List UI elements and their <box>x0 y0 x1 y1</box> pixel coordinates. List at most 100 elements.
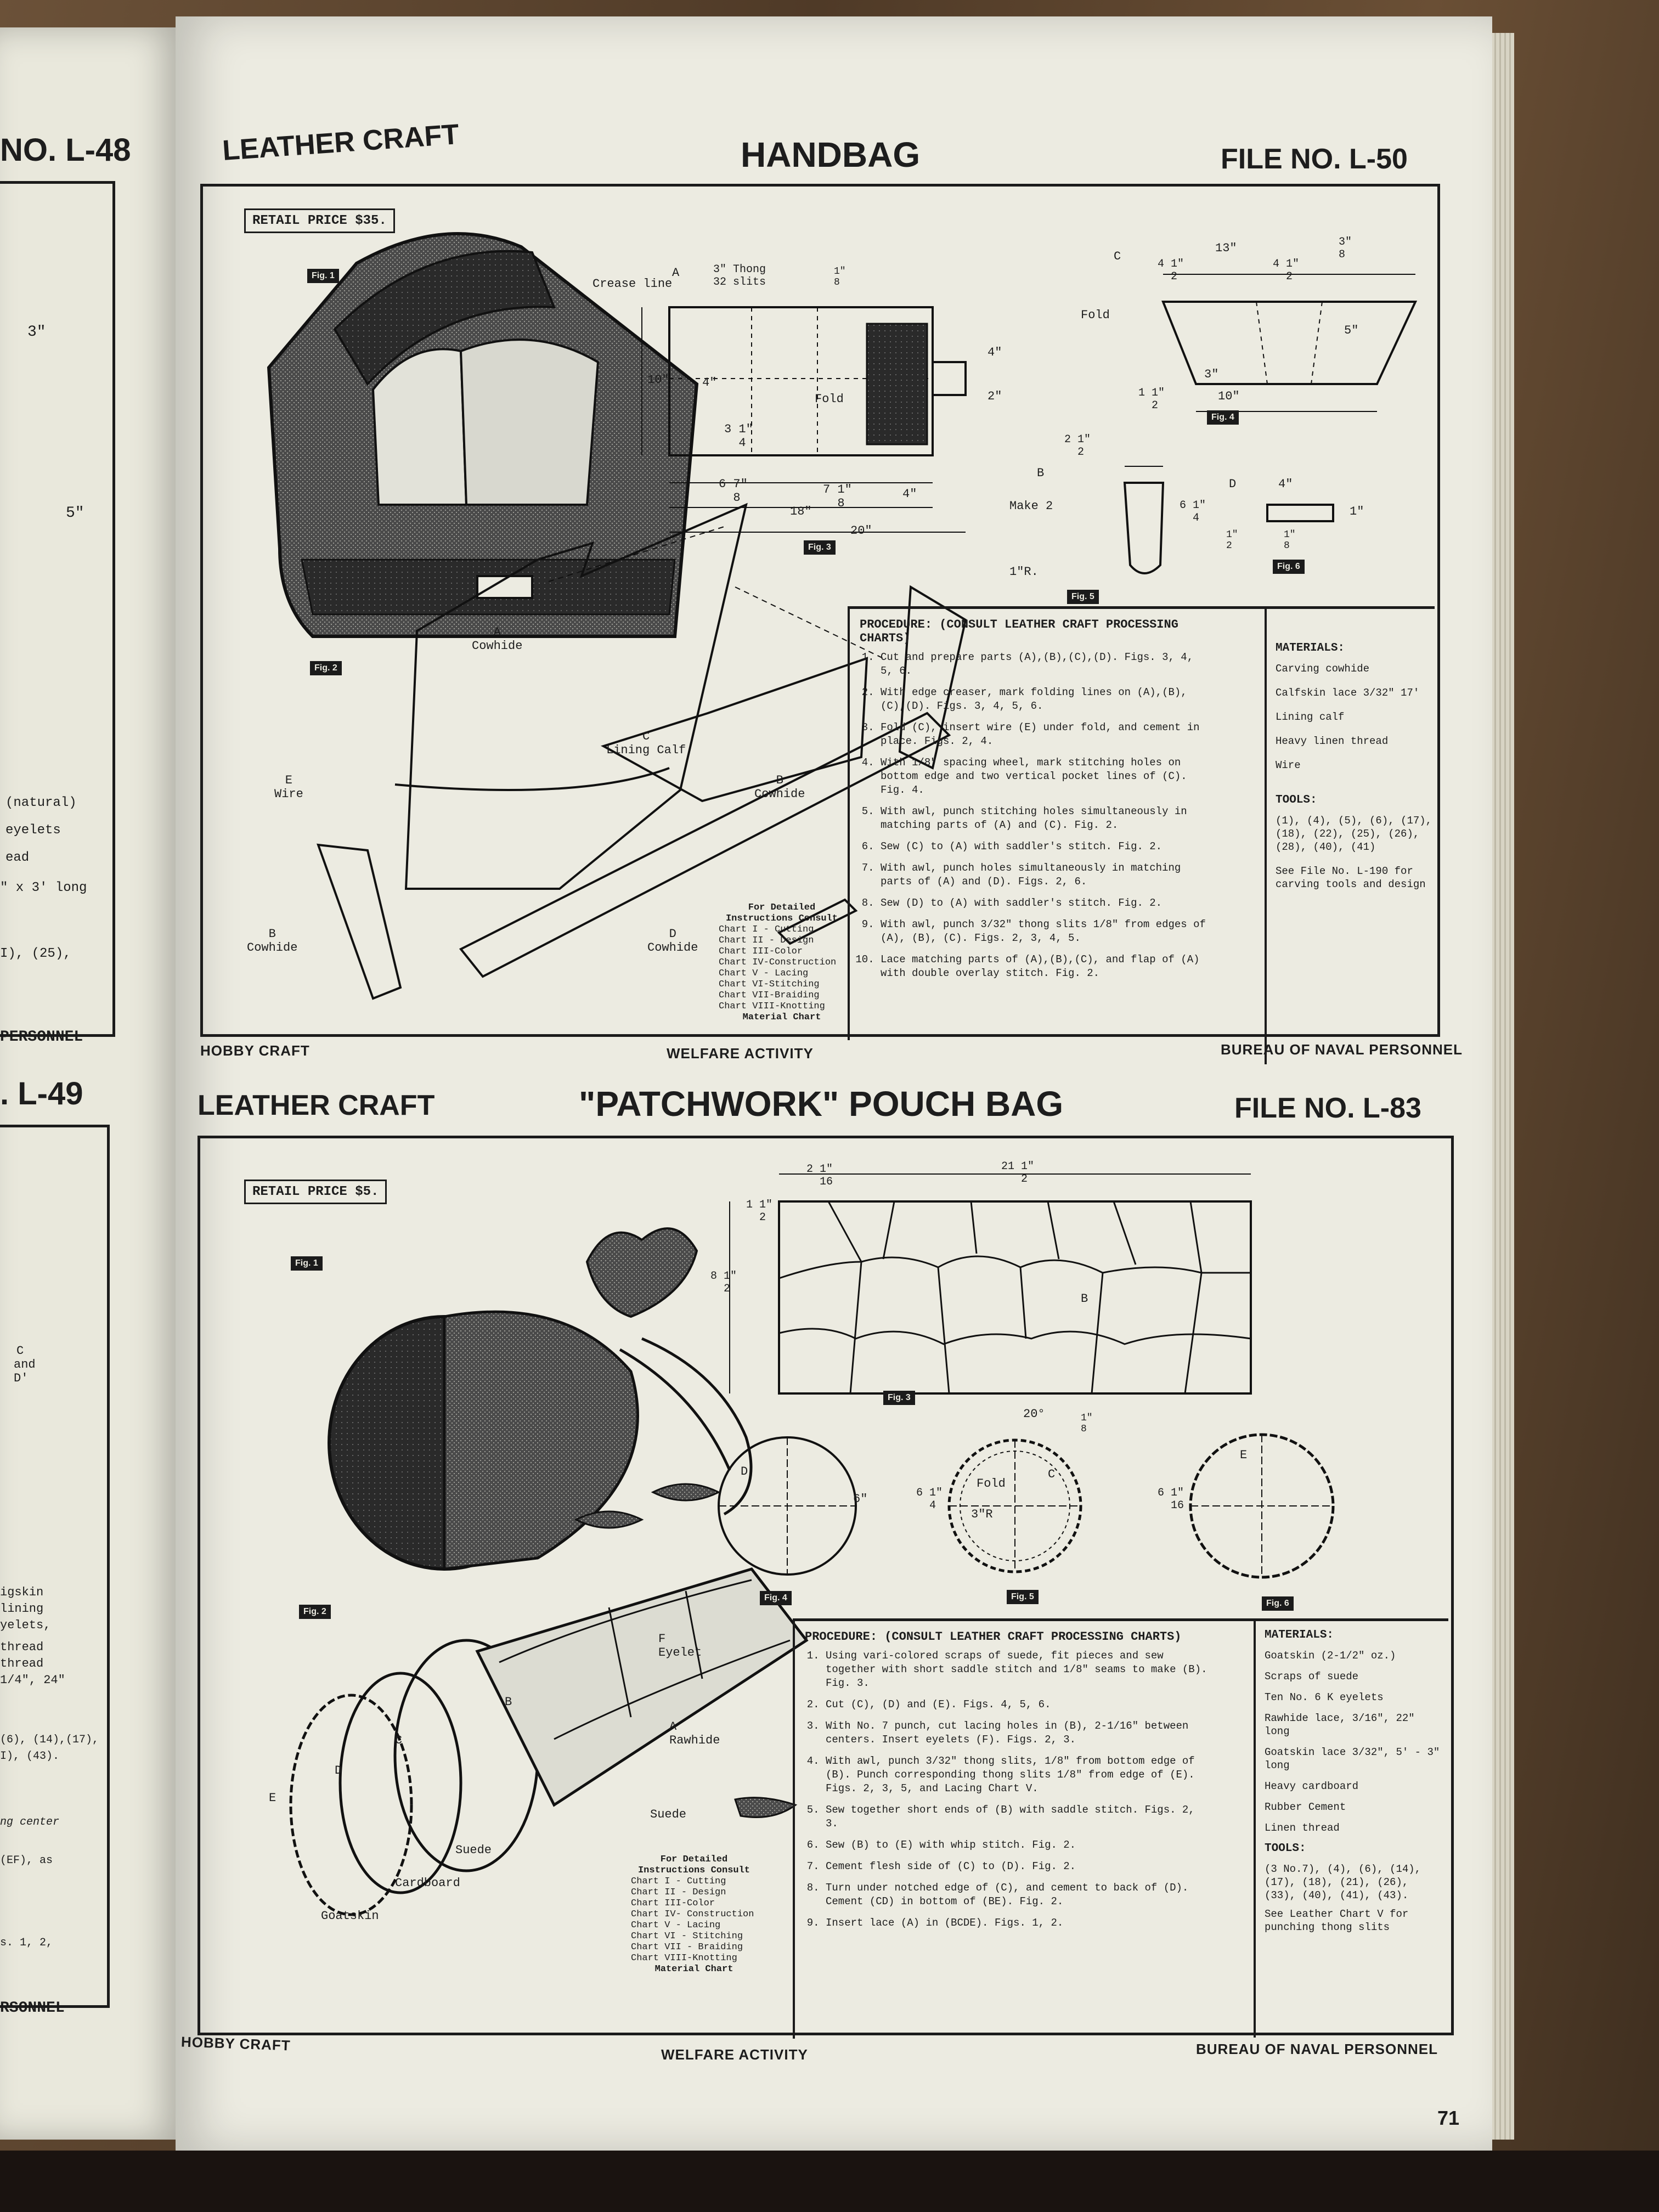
handbag-dim-five: 5" <box>1344 324 1359 337</box>
handbag-fig-label: Fig. 6 <box>1273 560 1305 574</box>
pouch-title: "PATCHWORK" POUCH BAG <box>579 1084 1064 1124</box>
left-personnel-top: PERSONNEL <box>0 1029 83 1046</box>
handbag-fig3-pattern <box>641 306 967 533</box>
handbag-proc-top-rule <box>848 606 1435 609</box>
handbag-dim-eighth-d: 1" 8 <box>1284 529 1296 551</box>
pouch-material: Scraps of suede <box>1265 1671 1359 1683</box>
pouch-step: Insert lace (A) in (BCDE). Figs. 1, 2. <box>826 1916 1211 1930</box>
pouch-dim-part-c: C <box>1048 1468 1056 1481</box>
bottom-shadow <box>0 2151 1659 2212</box>
left-frag: (6), (14),(17), <box>0 1734 99 1746</box>
pouch-dim-one-half: 1 1" 2 <box>746 1199 773 1224</box>
pouch-material: Ten No. 6 K eyelets <box>1265 1691 1384 1703</box>
handbag-materials-title: MATERIALS: <box>1276 642 1345 654</box>
pouch-footer-left: HOBBY CRAFT <box>180 2033 291 2054</box>
handbag-fig-label: Fig. 3 <box>804 540 836 555</box>
handbag-consult-item: Chart VIII-Knotting <box>719 1001 825 1012</box>
handbag-part-d-cowhide: D Cowhide <box>647 927 698 955</box>
pouch-consult-box: For Detailed Instructions Consult Chart … <box>631 1854 757 1975</box>
handbag-dim-part-a: A <box>672 266 680 280</box>
handbag-dim-four-half-l: 4 1" 2 <box>1158 258 1184 283</box>
left-frag: yelets, <box>0 1618 51 1632</box>
handbag-tools: (1), (4), (5), (6), (17), (18), (22), (2… <box>1276 815 1432 853</box>
pouch-proc-top-rule <box>793 1618 1448 1621</box>
handbag-title: HANDBAG <box>741 135 921 174</box>
left-frag: I), (25), <box>0 946 71 961</box>
pouch-consult-item: Chart IV- Construction <box>631 1909 754 1920</box>
handbag-dim-three-quarter: 3 1" 4 <box>724 422 753 450</box>
left-frame-bottom <box>0 1125 110 2008</box>
pouch-consult-item: Chart I - Cutting <box>631 1876 726 1887</box>
left-frag: ng center <box>0 1816 60 1829</box>
handbag-consult-item: Chart V - Lacing <box>719 968 809 979</box>
pouch-fig1-illustration <box>328 1227 753 1571</box>
left-frame-top <box>0 181 115 1037</box>
handbag-retail-price: RETAIL PRICE $35. <box>244 208 395 233</box>
pouch-procedure: PROCEDURE: (CONSULT LEATHER CRAFT PROCES… <box>793 1621 1211 2039</box>
handbag-dim-thong-slits: 3" Thong 32 slits <box>713 263 766 289</box>
handbag-dim-three-eighths: 3" 8 <box>1339 236 1352 261</box>
handbag-consult-item: Chart II - Design <box>719 935 814 946</box>
pouch-dim-twenty-deg: 20° <box>1023 1407 1045 1421</box>
pouch-step: Cut (C), (D) and (E). Figs. 4, 5, 6. <box>826 1698 1211 1712</box>
pouch-left-title: LEATHER CRAFT <box>198 1090 435 1121</box>
pouch-part-suede-2: Suede <box>455 1843 492 1857</box>
pouch-part-suede-1: Suede <box>650 1808 687 1821</box>
pouch-material: Goatskin lace 3/32", 5' - 3" long <box>1265 1746 1440 1771</box>
left-frag: 1/4", 24" <box>0 1673 65 1687</box>
handbag-dim-twenty: 20" <box>850 524 872 538</box>
pouch-step: Using vari-colored scraps of suede, fit … <box>826 1649 1211 1690</box>
handbag-part-e-wire: E Wire <box>274 774 303 801</box>
handbag-dim-half-d: 1" 2 <box>1226 529 1238 551</box>
handbag-step: With awl, punch holes simultaneously in … <box>881 861 1211 889</box>
pouch-dim-fold: Fold <box>977 1477 1006 1491</box>
pouch-circles-figs <box>718 1433 1335 1579</box>
handbag-tools-title: TOOLS: <box>1276 794 1317 806</box>
pouch-procedure-title: PROCEDURE: (CONSULT LEATHER CRAFT PROCES… <box>805 1630 1182 1644</box>
pouch-dim-eighth: 1" 8 <box>1081 1413 1093 1435</box>
left-frag: D' <box>14 1372 29 1385</box>
left-frag: igskin <box>0 1585 44 1599</box>
handbag-fig5-loop <box>1123 466 1165 574</box>
handbag-part-b-cowhide-left: B Cowhide <box>247 927 298 955</box>
handbag-dim-three-c: 3" <box>1204 368 1219 381</box>
handbag-footer-center: WELFARE ACTIVITY <box>667 1045 814 1062</box>
left-frag: " x 3' long <box>0 881 87 895</box>
handbag-material: Carving cowhide <box>1276 663 1370 675</box>
left-personnel-bottom: RSONNEL <box>0 2000 65 2017</box>
left-frag: lining <box>0 1602 44 1616</box>
pouch-dim-six-sixteenth: 6 1" 16 <box>1158 1487 1184 1512</box>
pouch-dim-part-d: D <box>741 1465 748 1479</box>
handbag-material: Wire <box>1276 759 1301 771</box>
pouch-material: Rawhide lace, 3/16", 22" long <box>1265 1712 1415 1737</box>
pouch-step: Sew (B) to (E) with whip stitch. Fig. 2. <box>826 1838 1211 1852</box>
handbag-step: Lace matching parts of (A),(B),(C), and … <box>881 953 1211 980</box>
handbag-dim-part-d: D <box>1229 477 1237 491</box>
handbag-dim-ten: 10" <box>647 373 669 387</box>
left-frag: thread <box>0 1657 44 1671</box>
handbag-dim-one-r: 1"R. <box>1009 565 1039 579</box>
handbag-dim-thirteen: 13" <box>1215 241 1237 255</box>
handbag-material: Lining calf <box>1276 711 1345 723</box>
handbag-dim-one-half: 1 1" 2 <box>1138 387 1165 412</box>
pouch-dim-three-r: 3"R <box>971 1508 993 1521</box>
pouch-dim-six-quarter: 6 1" 4 <box>916 1487 943 1512</box>
pouch-consult-item: Material Chart <box>654 1964 733 1974</box>
handbag-dim-four-b: 4" <box>988 346 1002 359</box>
pouch-consult-item: Chart V - Lacing <box>631 1920 721 1931</box>
pouch-dim-two-sixteenth: 2 1" 16 <box>806 1163 833 1188</box>
handbag-fig6-strap <box>1266 504 1334 522</box>
handbag-fig-label: Fig. 1 <box>307 269 339 283</box>
handbag-dim-eighth: 1" 8 <box>834 266 846 288</box>
pouch-fig-label: Fig. 2 <box>299 1605 331 1619</box>
handbag-step: Fold (C), insert wire (E) under fold, an… <box>881 721 1211 748</box>
handbag-step: Sew (D) to (A) with saddler's stitch. Fi… <box>881 896 1211 910</box>
handbag-footer-right: BUREAU OF NAVAL PERSONNEL <box>1221 1041 1463 1058</box>
handbag-consult-item: Material Chart <box>742 1012 821 1023</box>
left-file-top: NO. L-48 <box>0 132 131 168</box>
pouch-material: Heavy cardboard <box>1265 1780 1359 1792</box>
pouch-fig-label: Fig. 6 <box>1262 1596 1294 1611</box>
left-frag: and <box>14 1358 36 1372</box>
pouch-footer-right: BUREAU OF NAVAL PERSONNEL <box>1196 2041 1438 2057</box>
handbag-dim-make-2: Make 2 <box>1009 499 1053 513</box>
